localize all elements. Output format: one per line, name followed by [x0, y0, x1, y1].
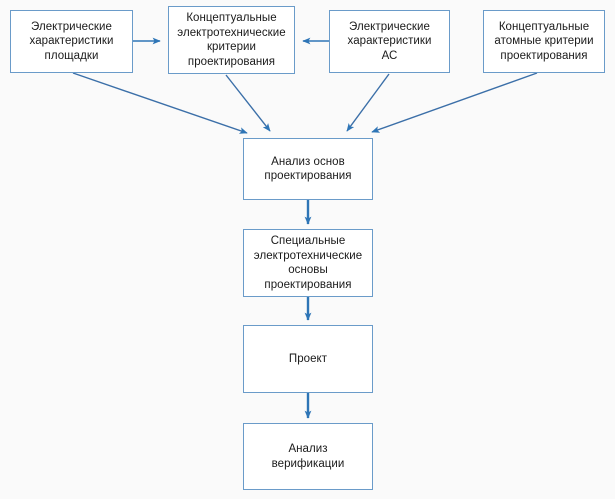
node-label: Специальные электротехнические основы пр…: [253, 235, 363, 291]
node-label: Концептуальные электротехнические критер…: [177, 12, 286, 68]
node-conceptual-atomic-design-criteria[interactable]: Концептуальные атомные критерии проектир…: [483, 10, 605, 73]
edge-concept-electrical-to-basis-analysis: [225, 74, 271, 132]
node-design-basis-analysis[interactable]: Анализ основ проектирования: [243, 138, 373, 200]
node-label: Проект: [288, 352, 328, 365]
edge-npp-to-basis-analysis: [346, 73, 390, 132]
node-site-electrical-characteristics[interactable]: Электрические характеристики площадки: [10, 10, 133, 73]
node-label: Анализ верификации: [271, 443, 345, 470]
edge-concept-atomic-to-basis-analysis: [371, 72, 538, 133]
node-verification-analysis[interactable]: Анализ верификации: [243, 423, 373, 490]
edge-site-to-basis-analysis: [72, 72, 248, 134]
node-label: Анализ основ проектирования: [264, 155, 352, 183]
node-npp-electrical-characteristics[interactable]: Электрические характеристики АС: [329, 10, 450, 73]
node-project[interactable]: Проект: [243, 325, 373, 393]
node-special-electrical-design-basis[interactable]: Специальные электротехнические основы пр…: [243, 229, 373, 297]
node-label: Электрические характеристики АС: [347, 20, 432, 62]
node-conceptual-electrical-design-criteria[interactable]: Концептуальные электротехнические критер…: [168, 6, 295, 74]
node-label: Концептуальные атомные критерии проектир…: [494, 20, 594, 62]
node-label: Электрические характеристики площадки: [29, 20, 114, 62]
